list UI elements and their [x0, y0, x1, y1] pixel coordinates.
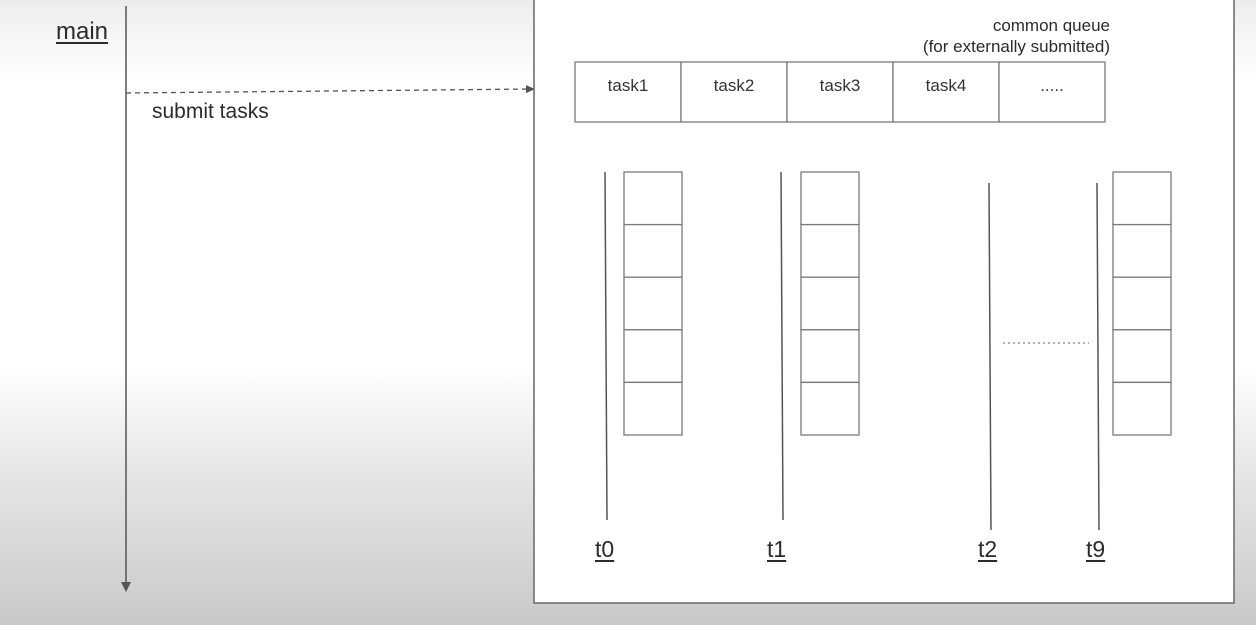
thread-label-t1: t1 — [767, 536, 787, 562]
deque-slot — [623, 223, 683, 278]
queue-cell-label: task1 — [607, 76, 649, 95]
deque-slot — [800, 276, 860, 331]
deque-slot — [800, 381, 860, 436]
deque-slot — [1112, 381, 1172, 436]
common-queue — [574, 61, 1106, 123]
deque-slot — [800, 223, 860, 278]
deque-slot — [623, 171, 683, 226]
thread-line-t0 — [604, 171, 608, 521]
deque-slot — [623, 381, 683, 436]
common-queue-title-line1: common queue — [992, 16, 1110, 35]
main-arrow-head — [121, 582, 131, 592]
deque-slot — [1112, 223, 1172, 278]
deque-t9 — [1112, 171, 1172, 436]
queue-cell-label: task2 — [713, 76, 755, 95]
queue-cell — [574, 61, 682, 123]
submit-arrow — [125, 85, 535, 94]
deque-slot — [1112, 276, 1172, 331]
queue-cell-label: ..... — [1040, 76, 1064, 95]
thread-line-t2 — [988, 182, 992, 531]
common-queue-title-line2: (for externally submitted) — [922, 37, 1110, 56]
deque-slot — [800, 329, 860, 384]
queue-cell-label: task4 — [925, 76, 967, 95]
queue-cell — [998, 61, 1106, 123]
queue-cell-label: task3 — [819, 76, 861, 95]
submit-tasks-label: submit tasks — [152, 100, 269, 123]
thread-label-t9: t9 — [1086, 536, 1106, 562]
thread-label-t2: t2 — [978, 536, 998, 562]
main-thread-label: main — [56, 18, 109, 45]
queue-cell — [892, 61, 1000, 123]
deque-slot — [1112, 329, 1172, 384]
deque-slot — [623, 276, 683, 331]
thread-label-t0: t0 — [595, 536, 615, 562]
deque-t1 — [800, 171, 860, 436]
deque-slot — [1112, 171, 1172, 226]
common-queue-title: common queue (for externally submitted) — [923, 15, 1110, 57]
deque-slot — [623, 329, 683, 384]
deque-t0 — [623, 171, 683, 436]
thread-line-t1 — [780, 171, 784, 521]
thread-line-t9 — [1096, 182, 1100, 531]
deque-slot — [800, 171, 860, 226]
